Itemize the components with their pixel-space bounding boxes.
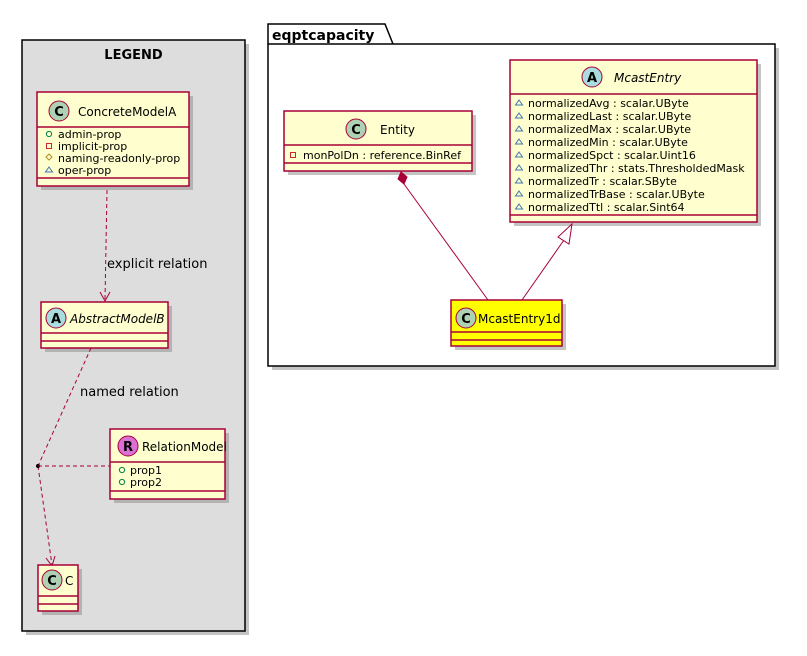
class-c[interactable]: C C bbox=[37, 564, 82, 615]
class-badge-icon bbox=[455, 307, 477, 329]
package-visibility-icon bbox=[44, 166, 54, 173]
package-visibility-icon bbox=[514, 177, 524, 184]
class-mcast-entry-1d[interactable]: C McastEntry1d bbox=[450, 299, 566, 350]
attribute: prop2 bbox=[130, 476, 162, 489]
class-badge-letter: A bbox=[51, 312, 61, 327]
package-visibility-icon bbox=[514, 99, 524, 106]
class-badge-icon bbox=[48, 100, 70, 122]
class-concrete-model-a[interactable]: C ConcreteModelA admin-prop implicit-pro… bbox=[36, 91, 193, 190]
inheritance-arrow-icon bbox=[557, 222, 573, 245]
package-visibility-icon bbox=[514, 164, 524, 171]
package-visibility-icon bbox=[514, 112, 524, 119]
class-badge-icon bbox=[41, 569, 63, 591]
explicit-relation-edge: explicit relation bbox=[99, 189, 207, 303]
attribute: normalizedThr : stats.ThresholdedMask bbox=[528, 162, 745, 175]
attribute: naming-readonly-prop bbox=[58, 152, 180, 165]
class-mcast-entry[interactable]: A McastEntry normalizedAvg : scalar.UByt… bbox=[509, 59, 761, 226]
class-badge-letter: C bbox=[47, 574, 57, 589]
class-badge-letter: R bbox=[123, 440, 133, 455]
relation-badge-icon bbox=[117, 435, 139, 457]
attribute: implicit-prop bbox=[58, 140, 127, 153]
composition-edge bbox=[397, 171, 489, 301]
inheritance-edge bbox=[521, 222, 573, 301]
private-visibility-icon bbox=[46, 143, 52, 149]
attribute: normalizedTr : scalar.SByte bbox=[528, 175, 677, 188]
abstract-badge-icon bbox=[45, 307, 67, 329]
class-title: RelationModel bbox=[142, 440, 227, 454]
package-visibility-icon bbox=[514, 190, 524, 197]
explicit-relation-label: explicit relation bbox=[107, 257, 207, 272]
class-badge-letter: C bbox=[461, 312, 471, 327]
class-title: C bbox=[65, 574, 73, 588]
attribute: oper-prop bbox=[58, 164, 111, 177]
public-visibility-icon bbox=[45, 130, 53, 138]
package-visibility-icon bbox=[514, 203, 524, 210]
class-entity[interactable]: C Entity monPolDn : reference.BinRef bbox=[283, 110, 476, 175]
named-relation-edge: named relation bbox=[36, 347, 179, 568]
class-title: McastEntry bbox=[614, 71, 682, 85]
public-visibility-icon bbox=[118, 478, 126, 486]
attribute: normalizedMax : scalar.UByte bbox=[528, 123, 691, 136]
package-visibility-icon bbox=[514, 125, 524, 132]
package-visibility-icon bbox=[514, 151, 524, 158]
class-title: AbstractModelB bbox=[69, 312, 165, 326]
public-visibility-icon bbox=[118, 466, 126, 474]
package-visibility-icon bbox=[514, 138, 524, 145]
attribute: prop1 bbox=[130, 464, 162, 477]
class-abstract-model-b[interactable]: A AbstractModelB bbox=[40, 301, 172, 352]
attribute: normalizedTtl : scalar.Sint64 bbox=[528, 201, 685, 214]
private-visibility-icon bbox=[290, 152, 296, 158]
abstract-badge-icon bbox=[581, 66, 603, 88]
attribute: normalizedAvg : scalar.UByte bbox=[528, 97, 689, 110]
legend-title: LEGEND bbox=[104, 48, 163, 63]
class-relation-model[interactable]: R RelationModel prop1 prop2 bbox=[109, 428, 229, 503]
class-title: McastEntry1d bbox=[478, 312, 560, 326]
composition-diamond-icon bbox=[397, 171, 408, 185]
class-badge-letter: C bbox=[54, 105, 64, 120]
attribute: normalizedSpct : scalar.Uint16 bbox=[528, 149, 696, 162]
protected-visibility-icon bbox=[45, 153, 53, 161]
attribute: normalizedTrBase : scalar.UByte bbox=[528, 188, 705, 201]
attribute: monPolDn : reference.BinRef bbox=[303, 149, 462, 162]
class-title: Entity bbox=[380, 123, 415, 137]
attribute: normalizedMin : scalar.UByte bbox=[528, 136, 688, 149]
package-title: eqptcapacity bbox=[272, 28, 374, 44]
class-badge-letter: A bbox=[587, 71, 597, 86]
attribute: admin-prop bbox=[58, 128, 121, 141]
class-badge-icon bbox=[345, 118, 367, 140]
attribute: normalizedLast : scalar.UByte bbox=[528, 110, 691, 123]
class-title: ConcreteModelA bbox=[78, 105, 177, 119]
class-badge-letter: C bbox=[351, 123, 361, 138]
mcast-entry-attributes: normalizedAvg : scalar.UByte normalizedL… bbox=[514, 97, 745, 214]
named-relation-label: named relation bbox=[80, 385, 179, 400]
